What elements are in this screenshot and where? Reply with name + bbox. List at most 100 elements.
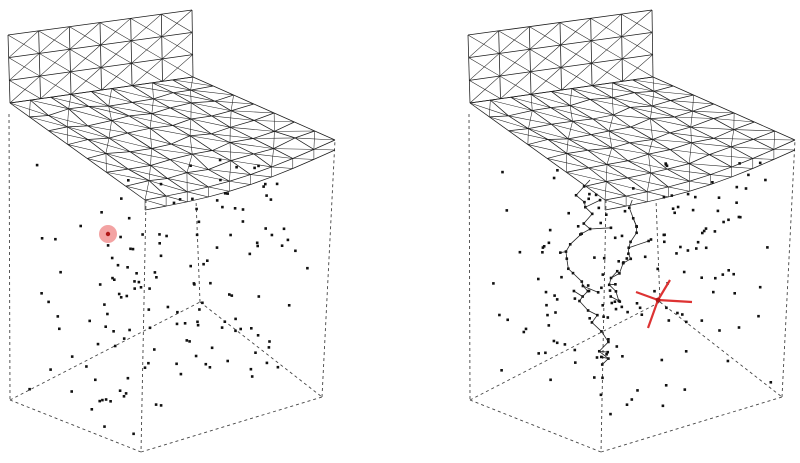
wall-mesh-diagonal <box>70 44 101 72</box>
seat-mesh-line <box>612 79 633 84</box>
seat-mesh-line <box>713 129 734 139</box>
sample-point <box>593 376 596 379</box>
seat-mesh-line <box>230 126 254 139</box>
seat-mesh-line <box>152 79 173 84</box>
seat-mesh-diagonal <box>689 163 732 168</box>
sample-point <box>286 238 290 242</box>
seat-mesh-diagonal <box>652 76 655 92</box>
seat-mesh-diagonal <box>152 82 191 91</box>
seat-mesh-diagonal <box>313 130 315 150</box>
tree-node <box>647 239 650 243</box>
seat-mesh-line <box>668 180 690 188</box>
sample-point <box>737 326 741 329</box>
sample-point <box>602 315 605 318</box>
seat-lip-line <box>166 201 188 207</box>
seat-lip-line <box>250 176 272 185</box>
sample-point <box>649 238 653 241</box>
sample-point <box>206 259 209 262</box>
seat-mesh-line <box>670 94 694 101</box>
sample-point <box>131 247 135 251</box>
wall-mesh-diagonal <box>499 49 531 77</box>
seat-mesh-line <box>652 139 671 150</box>
tree-link <box>573 290 583 297</box>
seat-lip-diagonal <box>187 191 209 198</box>
seat-mesh-line <box>713 103 735 114</box>
seat-mesh-diagonal <box>690 126 734 130</box>
sample-point <box>35 163 39 167</box>
seat-mesh-line <box>627 153 649 162</box>
seat-mesh-line <box>173 89 191 94</box>
sample-point <box>492 282 495 285</box>
seat-mesh-diagonal <box>547 139 588 151</box>
sample-point <box>656 267 659 271</box>
seat-mesh-diagonal <box>630 107 675 118</box>
sample-point <box>189 264 192 268</box>
seat-mesh-diagonal <box>151 98 154 114</box>
seat-mesh-diagonal <box>111 120 151 129</box>
seat-mesh-line <box>590 134 613 149</box>
seat-mesh-diagonal <box>67 126 69 145</box>
seat-mesh-line <box>211 126 231 135</box>
sample-point <box>90 408 94 411</box>
sample-point <box>686 249 690 252</box>
sample-point <box>230 294 234 297</box>
seat-mesh-diagonal <box>690 111 693 128</box>
seat-mesh-diagonal <box>88 106 130 117</box>
seat-mesh-diagonal <box>571 88 613 98</box>
right-panel <box>467 9 796 453</box>
seat-mesh-line <box>489 116 509 132</box>
seat-mesh-diagonal <box>229 160 232 182</box>
seat-mesh-line <box>212 150 232 161</box>
tree-node <box>571 271 575 275</box>
sample-point <box>120 197 123 200</box>
seat-mesh-line <box>690 126 714 139</box>
tree-node <box>559 251 562 254</box>
seat-mesh-diagonal <box>190 76 194 91</box>
seat-lip-diagonal <box>292 158 314 160</box>
sample-point <box>621 355 624 358</box>
seat-mesh-line <box>214 100 232 112</box>
seat-lip-diagonal <box>144 199 167 207</box>
seat-mesh-line <box>606 160 629 165</box>
sample-point <box>712 290 715 294</box>
sample-point <box>704 227 708 230</box>
seat-mesh-line <box>88 106 112 121</box>
sample-point <box>757 314 760 318</box>
sample-point <box>129 247 132 251</box>
tree-link <box>579 300 589 311</box>
seat-mesh-line <box>611 142 630 149</box>
tree-node <box>609 295 613 298</box>
sample-point <box>194 354 198 358</box>
sample-point <box>555 341 559 345</box>
seat-mesh-diagonal <box>229 142 274 149</box>
seat-mesh-line <box>106 168 129 173</box>
seat-mesh-line <box>213 85 234 96</box>
wall-mesh-line <box>68 26 72 95</box>
sample-point <box>716 209 720 213</box>
sample-point <box>605 353 608 356</box>
sample-point <box>96 342 100 346</box>
seat-mesh-diagonal <box>127 132 172 145</box>
sample-point <box>682 270 686 274</box>
sample-point <box>226 359 229 363</box>
seat-mesh-line <box>128 115 151 129</box>
sample-point <box>202 262 205 266</box>
seat-mesh-line <box>230 120 255 128</box>
sample-point <box>632 187 635 190</box>
seat-mesh-line <box>151 148 171 160</box>
wall-mesh-diagonal <box>469 75 501 104</box>
highlighted-point <box>105 231 111 237</box>
seat-mesh-diagonal <box>150 165 187 173</box>
seat-mesh-line <box>710 166 732 175</box>
seat-mesh-line <box>508 128 529 132</box>
sample-point <box>542 245 546 248</box>
sample-point <box>70 355 74 358</box>
box-edge-front <box>140 199 147 453</box>
seat-mesh-line <box>208 180 230 188</box>
tree-node <box>615 269 619 273</box>
seat-mesh-line <box>546 158 567 173</box>
seat-lip-diagonal <box>208 186 230 192</box>
seat-mesh-line <box>653 85 674 92</box>
tree-node <box>606 350 610 354</box>
wall-mesh-line <box>99 22 102 91</box>
